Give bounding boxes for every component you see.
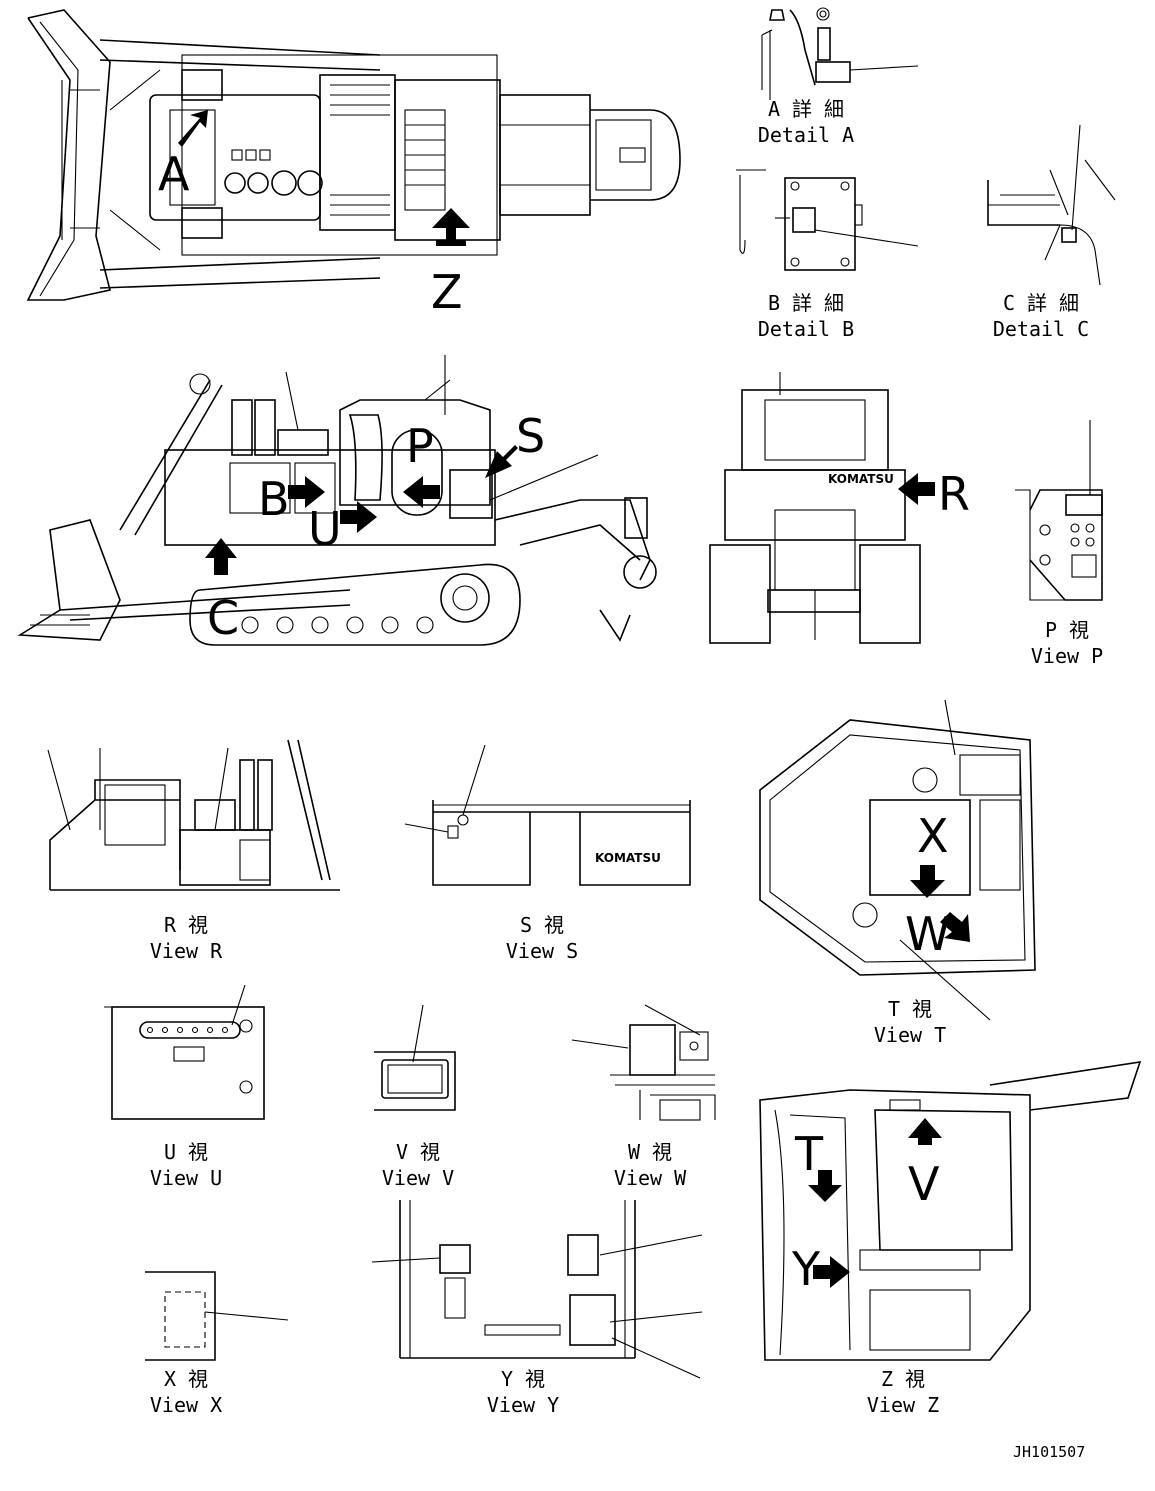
caption-en: View S	[505, 939, 579, 963]
callout-y: Y	[791, 1242, 821, 1296]
caption-en: View W	[613, 1166, 687, 1190]
view-p-drawing	[1015, 420, 1103, 601]
view-t-drawing	[759, 699, 1036, 1021]
caption-en: View Z	[866, 1393, 940, 1417]
caption-ja: U 視	[163, 1140, 209, 1164]
caption-ja: S 視	[519, 913, 565, 937]
document-code: JH101507	[1013, 1443, 1086, 1461]
caption-ja: T 視	[887, 997, 933, 1021]
caption-ja: C 詳 細	[1002, 291, 1080, 315]
caption-ja: W 視	[627, 1140, 673, 1164]
callout-a: A	[158, 147, 190, 201]
view-u-drawing	[104, 984, 265, 1120]
side-view-drawing	[17, 355, 657, 646]
caption-view-z: Z 視 View Z	[813, 1366, 993, 1418]
callout-r: R	[938, 467, 970, 521]
callout-z: Z	[431, 265, 463, 319]
detail-a-drawing	[761, 7, 919, 100]
rear-view-drawing: KOMATSU	[709, 372, 935, 644]
callout-t: T	[794, 1127, 824, 1181]
caption-ja: A 詳 細	[767, 97, 845, 121]
caption-view-y: Y 視 View Y	[433, 1366, 613, 1418]
callout-w: W	[905, 907, 950, 961]
callout-u: U	[308, 502, 342, 556]
caption-view-u: U 視 View U	[96, 1139, 276, 1191]
callout-p: P	[406, 419, 434, 473]
view-y-drawing	[371, 1200, 703, 1379]
caption-detail-a: A 詳 細 Detail A	[716, 96, 896, 148]
callout-c: C	[207, 591, 239, 645]
caption-view-p: P 視 View P	[977, 617, 1155, 669]
caption-view-s: S 視 View S	[452, 912, 632, 964]
caption-en: View V	[381, 1166, 455, 1190]
caption-en: View R	[149, 939, 223, 963]
caption-en: Detail B	[757, 317, 855, 341]
caption-en: View U	[149, 1166, 223, 1190]
caption-view-v: V 視 View V	[328, 1139, 508, 1191]
caption-en: View T	[873, 1023, 947, 1047]
caption-en: View X	[149, 1393, 223, 1417]
detail-b-drawing	[736, 169, 919, 271]
caption-detail-c: C 詳 細 Detail C	[951, 290, 1131, 342]
caption-view-w: W 視 View W	[560, 1139, 740, 1191]
caption-ja: Z 視	[880, 1367, 926, 1391]
caption-en: View Y	[486, 1393, 560, 1417]
view-w-drawing	[571, 1004, 716, 1121]
caption-view-x: X 視 View X	[96, 1366, 276, 1418]
caption-en: View P	[1030, 644, 1104, 668]
top-view-drawing	[26, 9, 681, 301]
view-x-drawing	[145, 1271, 289, 1361]
view-s-drawing: KOMATSU	[404, 744, 691, 886]
callout-x: X	[917, 809, 949, 863]
caption-en: Detail C	[992, 317, 1090, 341]
caption-ja: P 視	[1044, 618, 1090, 642]
caption-ja: X 視	[163, 1367, 209, 1391]
caption-view-r: R 視 View R	[96, 912, 276, 964]
view-v-drawing	[374, 1004, 456, 1111]
callout-v: V	[908, 1157, 940, 1211]
caption-ja: B 詳 細	[767, 291, 845, 315]
detail-c-drawing	[987, 124, 1116, 286]
caption-ja: R 視	[163, 913, 209, 937]
caption-en: Detail A	[757, 123, 855, 147]
callout-s: S	[516, 409, 545, 463]
caption-detail-b: B 詳 細 Detail B	[716, 290, 896, 342]
caption-ja: V 視	[395, 1140, 441, 1164]
view-r-drawing	[47, 739, 340, 891]
callout-letters: A B C P S U R Z X W T V Y	[158, 147, 970, 1296]
brand-label-view-s: KOMATSU	[595, 851, 661, 865]
brand-label-rear: KOMATSU	[828, 472, 894, 486]
caption-ja: Y 視	[500, 1367, 546, 1391]
callout-b: B	[258, 472, 290, 526]
caption-view-t: T 視 View T	[820, 996, 1000, 1048]
view-z-drawing	[759, 1061, 1142, 1361]
